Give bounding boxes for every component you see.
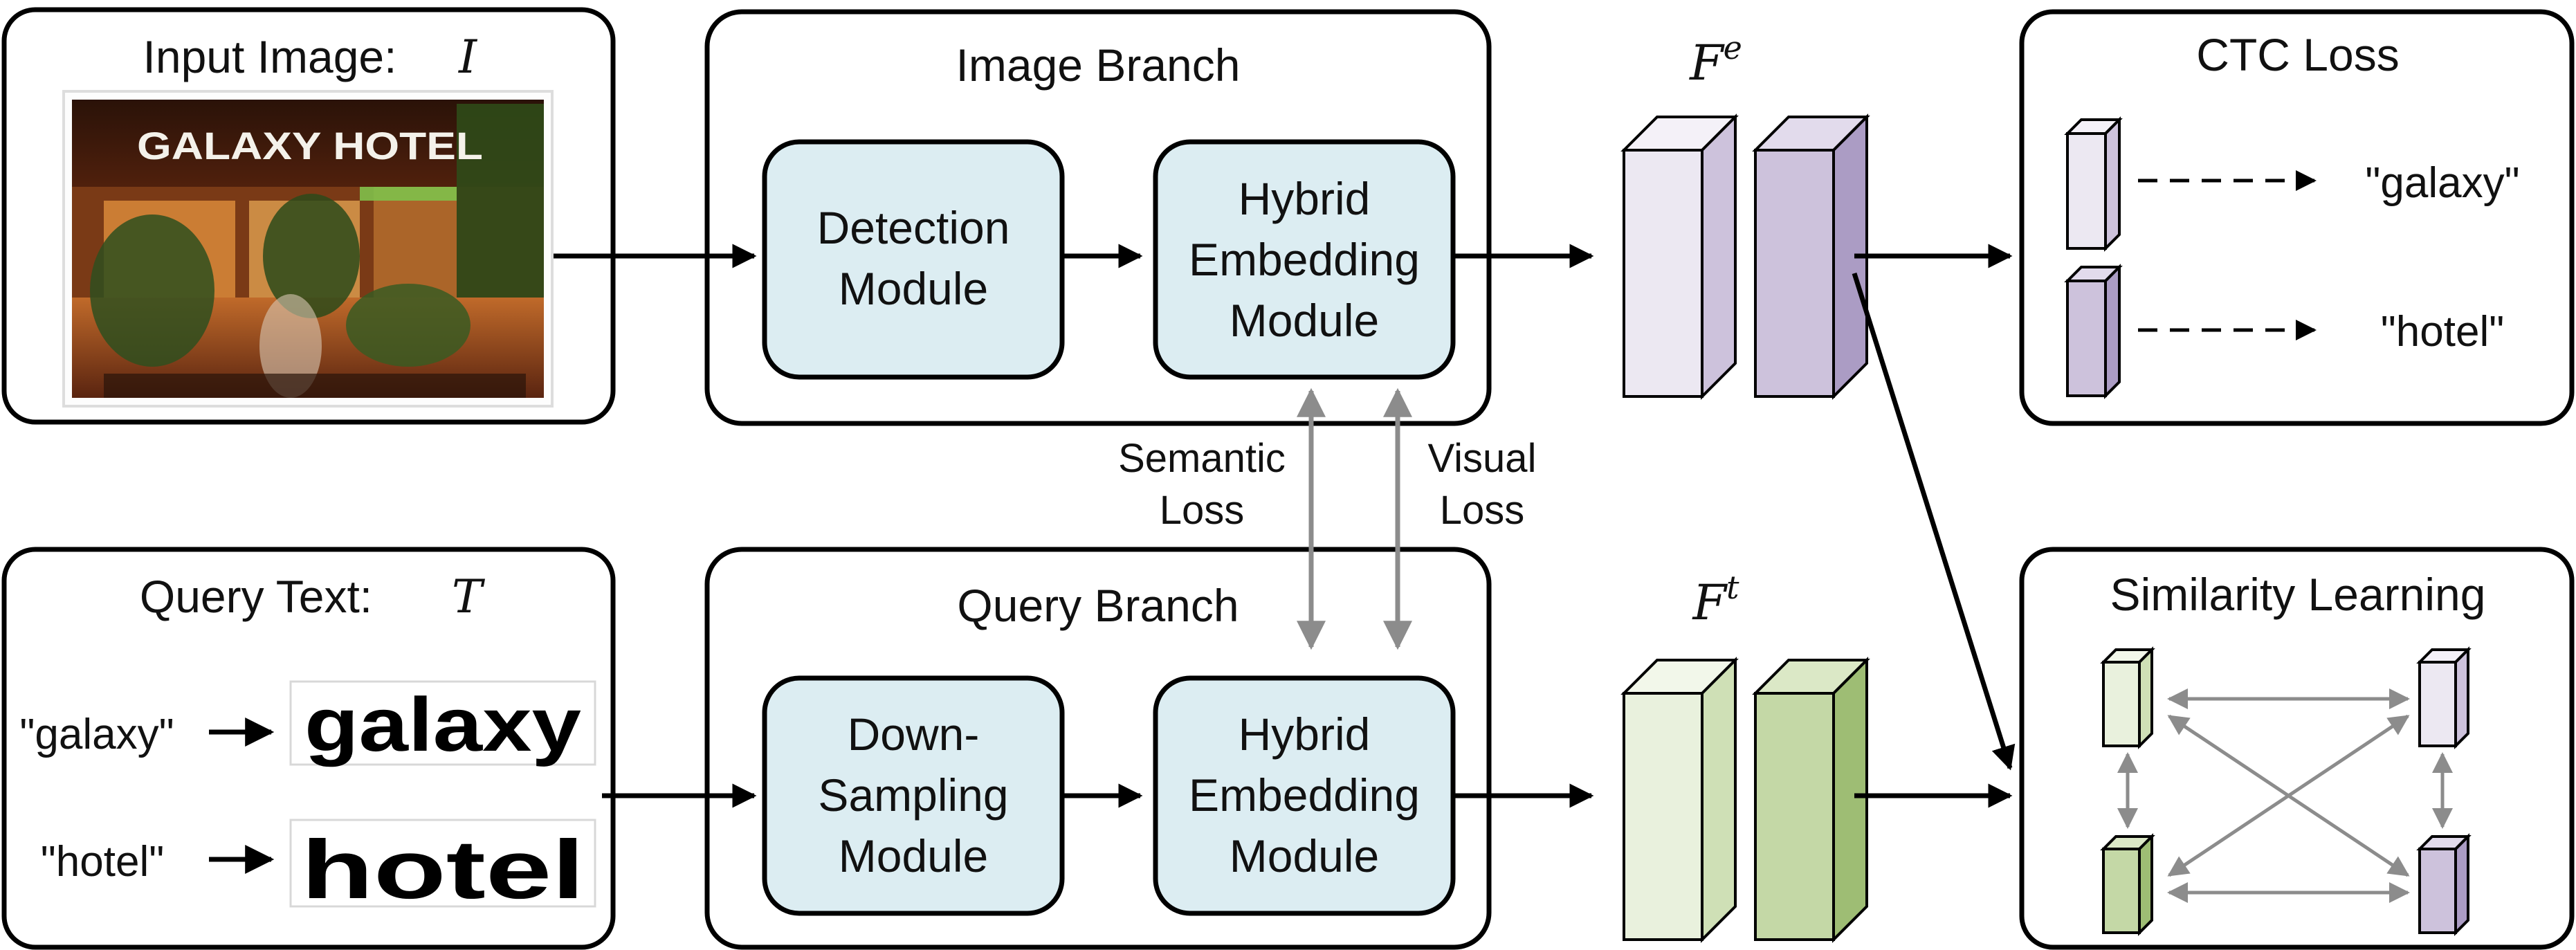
svg-text:Module: Module (1230, 295, 1379, 346)
ft-label: Ft (1691, 569, 1739, 631)
image-feature-fe: Fe (1620, 29, 1870, 400)
word-image-galaxy: galaxy (289, 680, 596, 767)
visual-loss-label-line2: Loss (1440, 488, 1525, 533)
word-image-hotel: hotel (289, 819, 596, 916)
svg-text:Embedding: Embedding (1189, 234, 1420, 285)
fe-block-2 (1752, 113, 1870, 400)
svg-text:hotel: hotel (301, 823, 585, 916)
svg-text:galaxy: galaxy (304, 682, 581, 767)
query-text-symbol: T (452, 570, 486, 623)
similarity-learning-panel: Similarity Learning (2019, 547, 2575, 950)
sim-arrow-diag-2 (2167, 714, 2410, 877)
svg-text:Module: Module (839, 263, 988, 314)
query-string-hotel: "hotel" (41, 838, 164, 886)
ctc-feature-cube-2 (2064, 264, 2123, 399)
sim-cube-image-2 (2416, 833, 2472, 936)
fe-block-1 (1620, 113, 1739, 400)
query-branch-panel: Query Branch Down- Sampling Module Hybri… (704, 547, 1492, 950)
photo-sign-text: GALAXY HOTEL (137, 124, 483, 167)
query-hybrid-embedding-module: Hybrid Embedding Module (1153, 675, 1456, 916)
fe-label: Fe (1688, 29, 1742, 91)
input-image-symbol: I (458, 30, 478, 84)
input-image-panel: Input Image: I GALAXY HOTEL (1, 7, 616, 425)
visual-loss-label-line1: Visual (1428, 436, 1537, 481)
svg-text:Module: Module (839, 830, 988, 882)
similarity-learning-title: Similarity Learning (2110, 569, 2486, 620)
query-string-galaxy: "galaxy" (19, 711, 174, 758)
svg-text:Hybrid: Hybrid (1239, 173, 1371, 224)
svg-text:Sampling: Sampling (818, 769, 1008, 821)
ctc-feature-cube-1 (2064, 116, 2123, 252)
svg-text:Detection: Detection (817, 202, 1010, 253)
svg-text:Down-: Down- (848, 709, 980, 760)
image-branch-panel: Image Branch Detection Module Hybrid Emb… (704, 9, 1492, 426)
sim-cube-image-1 (2416, 646, 2472, 749)
ft-block-2 (1752, 657, 1870, 943)
ctc-output-galaxy: "galaxy" (2365, 159, 2519, 207)
hotel-photo: GALAXY HOTEL (62, 90, 554, 408)
detection-module: Detection Module (762, 139, 1065, 380)
ctc-loss-panel: CTC Loss "galaxy" "hotel" (2019, 9, 2575, 426)
ctc-loss-title: CTC Loss (2196, 29, 2399, 80)
down-sampling-module: Down- Sampling Module (762, 675, 1065, 916)
svg-text:Embedding: Embedding (1189, 769, 1420, 821)
text-feature-ft: Ft (1620, 569, 1870, 943)
query-branch-title: Query Branch (957, 580, 1239, 631)
image-branch-title: Image Branch (956, 39, 1241, 91)
input-image-title: Input Image: (143, 31, 397, 82)
image-hybrid-embedding-module: Hybrid Embedding Module (1153, 139, 1456, 380)
semantic-loss-label-line1: Semantic (1118, 436, 1286, 481)
sim-cube-text-2 (2100, 833, 2155, 936)
svg-text:Module: Module (1230, 830, 1379, 882)
semantic-loss-label-line2: Loss (1160, 488, 1245, 533)
arrow-fe-to-similarity (1852, 272, 2016, 771)
svg-text:Hybrid: Hybrid (1239, 709, 1371, 760)
query-text-title: Query Text: (140, 571, 372, 622)
ctc-output-hotel: "hotel" (2381, 308, 2504, 356)
ft-block-1 (1620, 657, 1739, 943)
sim-cube-text-1 (2100, 646, 2155, 749)
query-text-panel: Query Text: T "galaxy" galaxy "hotel" ho… (1, 547, 616, 950)
